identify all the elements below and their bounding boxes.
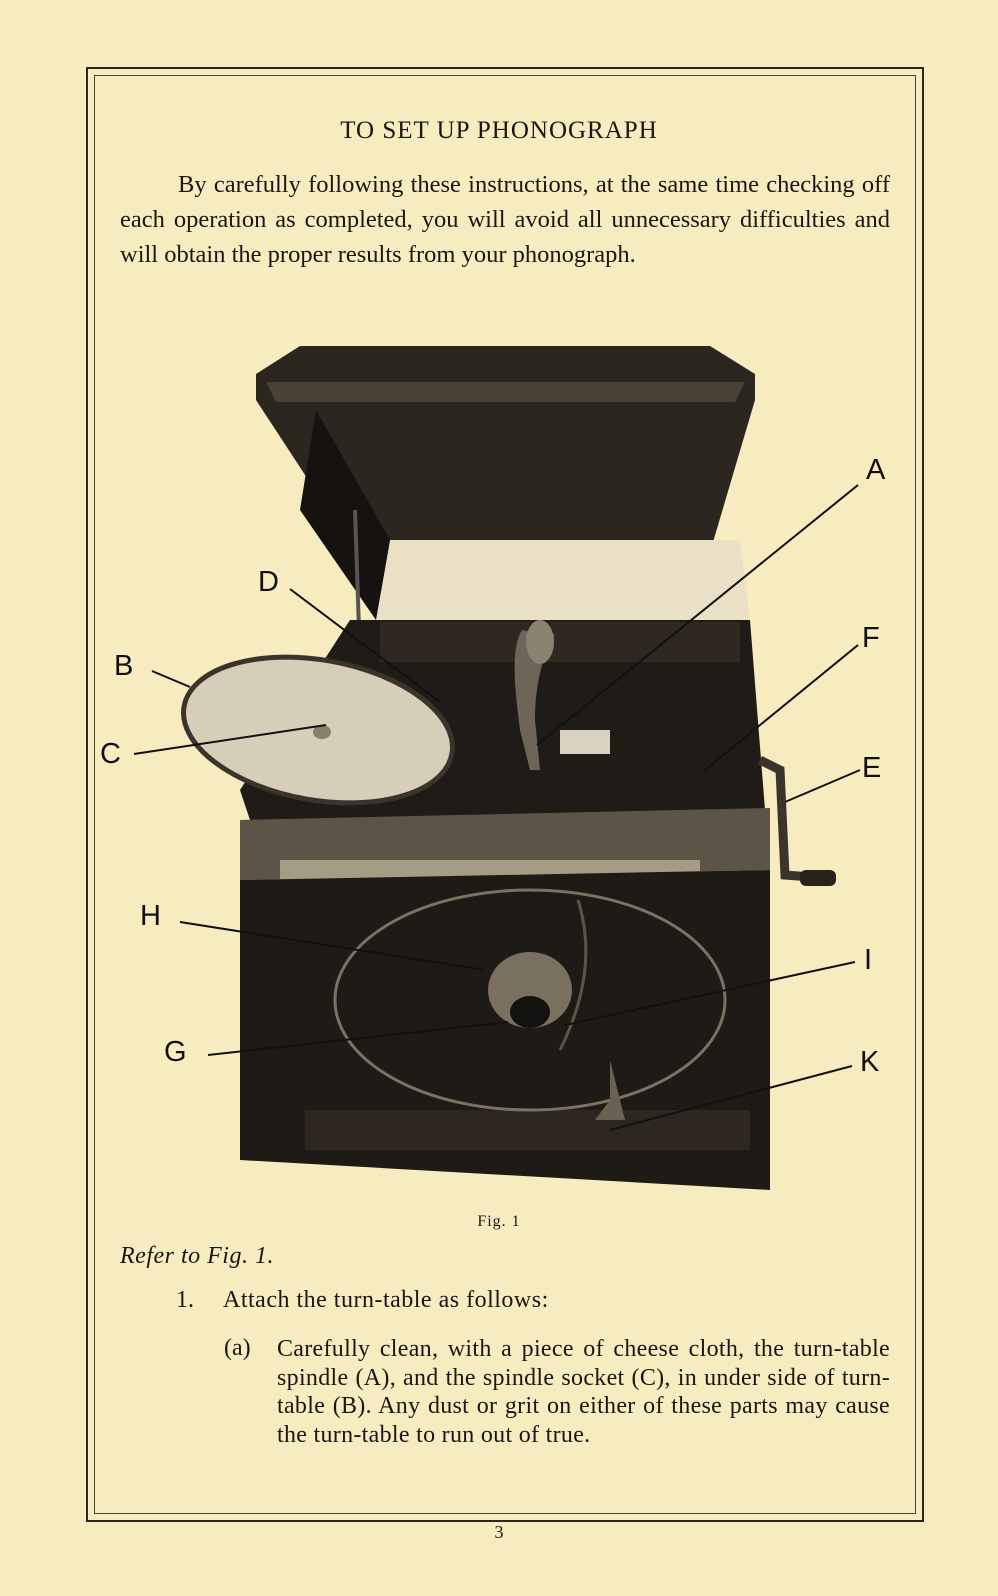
callout-e: E <box>862 752 882 784</box>
callout-i: I <box>864 944 873 976</box>
phonograph-illustration <box>133 346 861 1190</box>
page-border-outer <box>86 67 924 1522</box>
callout-h: H <box>140 900 161 932</box>
phonograph-figure: A D B C F E H I G K <box>90 330 910 1220</box>
callout-a: A <box>866 454 886 486</box>
page-border-inner <box>94 75 916 1514</box>
step-1a-text: Carefully clean, with a piece of cheese … <box>277 1336 890 1448</box>
callout-b: B <box>114 650 134 682</box>
callout-g: G <box>164 1036 187 1068</box>
page-title: TO SET UP PHONOGRAPH <box>340 117 658 144</box>
step-1a-marker: (a) <box>224 1335 251 1361</box>
callout-c: C <box>100 738 121 770</box>
figure-caption: Fig. 1 <box>477 1213 521 1230</box>
step-1-text: Attach the turn-table as follows: <box>223 1287 549 1313</box>
drive-wheel <box>333 888 727 1112</box>
step-1-number: 1. <box>176 1287 194 1313</box>
callout-d: D <box>258 566 279 598</box>
callout-k: K <box>860 1046 880 1078</box>
refer-note: Refer to Fig. 1. <box>120 1243 274 1269</box>
page-number: 3 <box>494 1522 504 1542</box>
lid-mirror <box>376 540 750 620</box>
intro-paragraph: By carefully following these instruction… <box>120 171 890 268</box>
callout-f: F <box>862 622 880 654</box>
reproducer <box>514 630 555 770</box>
motor-housing <box>488 952 572 1028</box>
